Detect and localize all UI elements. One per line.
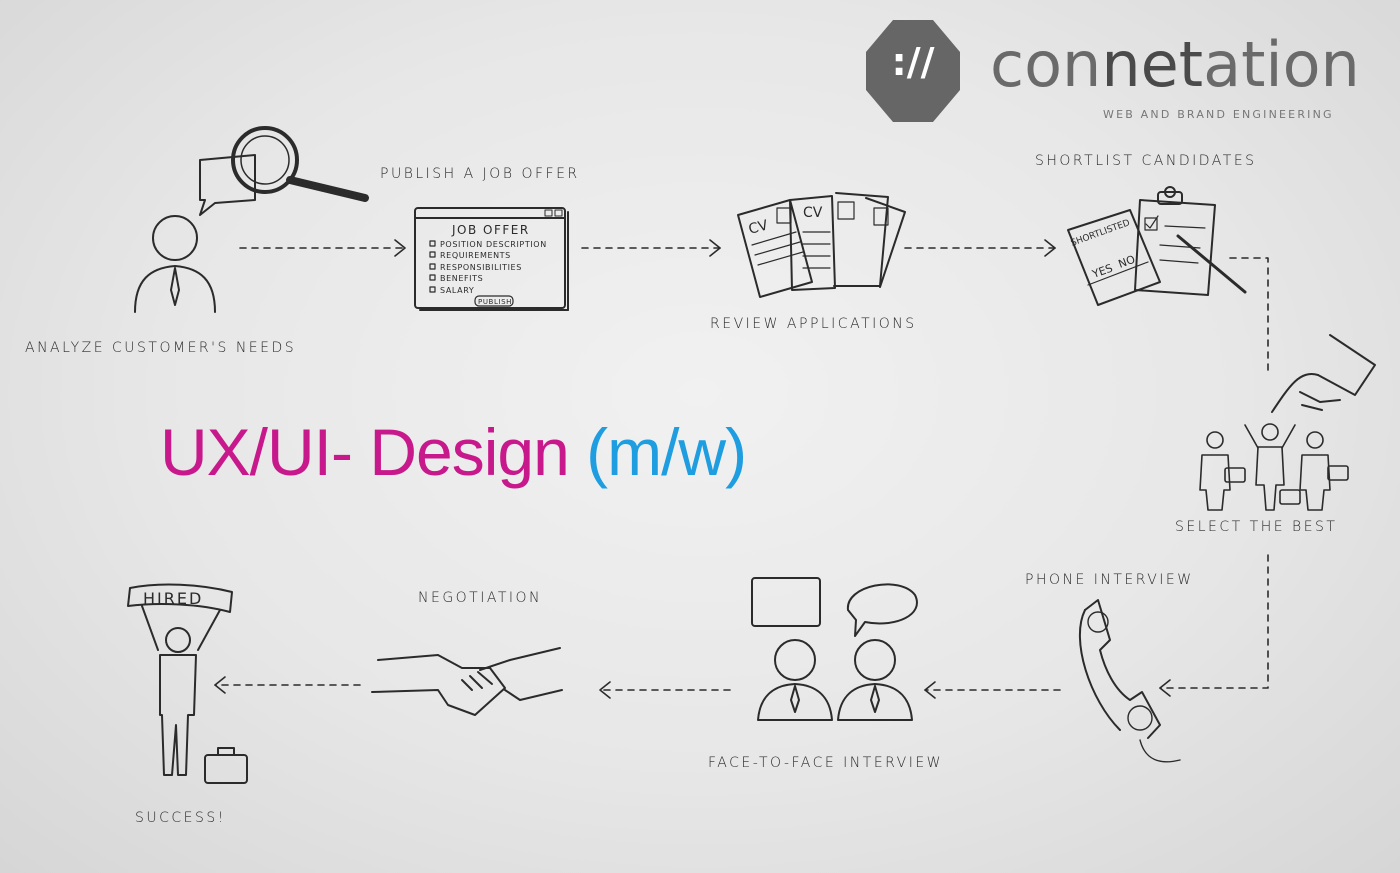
handshake-icon (371, 647, 563, 716)
step-label-face: FACE-TO-FACE INTERVIEW (708, 755, 944, 771)
step-label-shortlist: SHORTLIST CANDIDATES (1035, 153, 1257, 169)
cv-label: CV (747, 217, 770, 238)
headline: UX/UI- Design (m/w) (160, 414, 747, 490)
step-label-publish: PUBLISH A JOB OFFER (380, 166, 580, 182)
hired-banner-text: HIRED (143, 589, 203, 608)
logo-word-part-emphasis: net (1101, 28, 1204, 101)
shortlisted-sheet-title: SHORTLISTED (1070, 218, 1132, 249)
logo-word-part: con (990, 28, 1102, 101)
shortlist-yes: YES (1090, 262, 1115, 282)
arrow-heads (214, 239, 1171, 699)
job-offer-item: POSITION DESCRIPTION (440, 240, 547, 249)
shortlist-clipboard-icon: SHORTLISTED YES NO (1067, 186, 1247, 306)
step-label-phone: PHONE INTERVIEW (1025, 572, 1194, 588)
job-offer-window-icon: JOB OFFER POSITION DESCRIPTION REQUIREME… (414, 207, 569, 311)
job-offer-item: BENEFITS (440, 274, 483, 283)
step-label-success: SUCCESS! (135, 810, 226, 826)
phone-receiver-icon (1078, 599, 1181, 763)
job-offer-title: JOB OFFER (451, 223, 530, 237)
logo-wordmark: connetation (990, 34, 1360, 96)
job-offer-item: SALARY (440, 286, 474, 295)
step-label-review: REVIEW APPLICATIONS (710, 316, 917, 332)
logo-hexagon-icon (866, 20, 960, 122)
hired-person-icon: HIRED (127, 583, 248, 784)
cv-label: CV (803, 205, 823, 221)
headline-suffix: (m/w) (586, 415, 747, 489)
analyze-person-icon (134, 126, 369, 313)
candidates-icon (1199, 423, 1349, 511)
logo-mark: :// (891, 40, 935, 84)
job-offer-item: REQUIREMENTS (440, 251, 511, 260)
cv-documents-icon: CV CV (737, 192, 906, 298)
pointing-hand-icon (1271, 334, 1376, 413)
flow-arrows (214, 247, 1269, 691)
step-label-select: SELECT THE BEST (1175, 519, 1338, 535)
step-label-negotiation: NEGOTIATION (418, 590, 543, 606)
step-label-analyze: ANALYZE CUSTOMER'S NEEDS (25, 340, 297, 356)
logo-word-part: ation (1203, 28, 1360, 101)
job-offer-item: RESPONSIBILITIES (440, 263, 522, 272)
face-to-face-icon (751, 577, 918, 721)
headline-main: UX/UI- Design (160, 415, 570, 489)
logo-tagline: WEB AND BRAND ENGINEERING (1103, 108, 1334, 121)
shortlist-no: NO (1117, 253, 1138, 271)
publish-button-sketch: PUBLISH (478, 298, 512, 306)
